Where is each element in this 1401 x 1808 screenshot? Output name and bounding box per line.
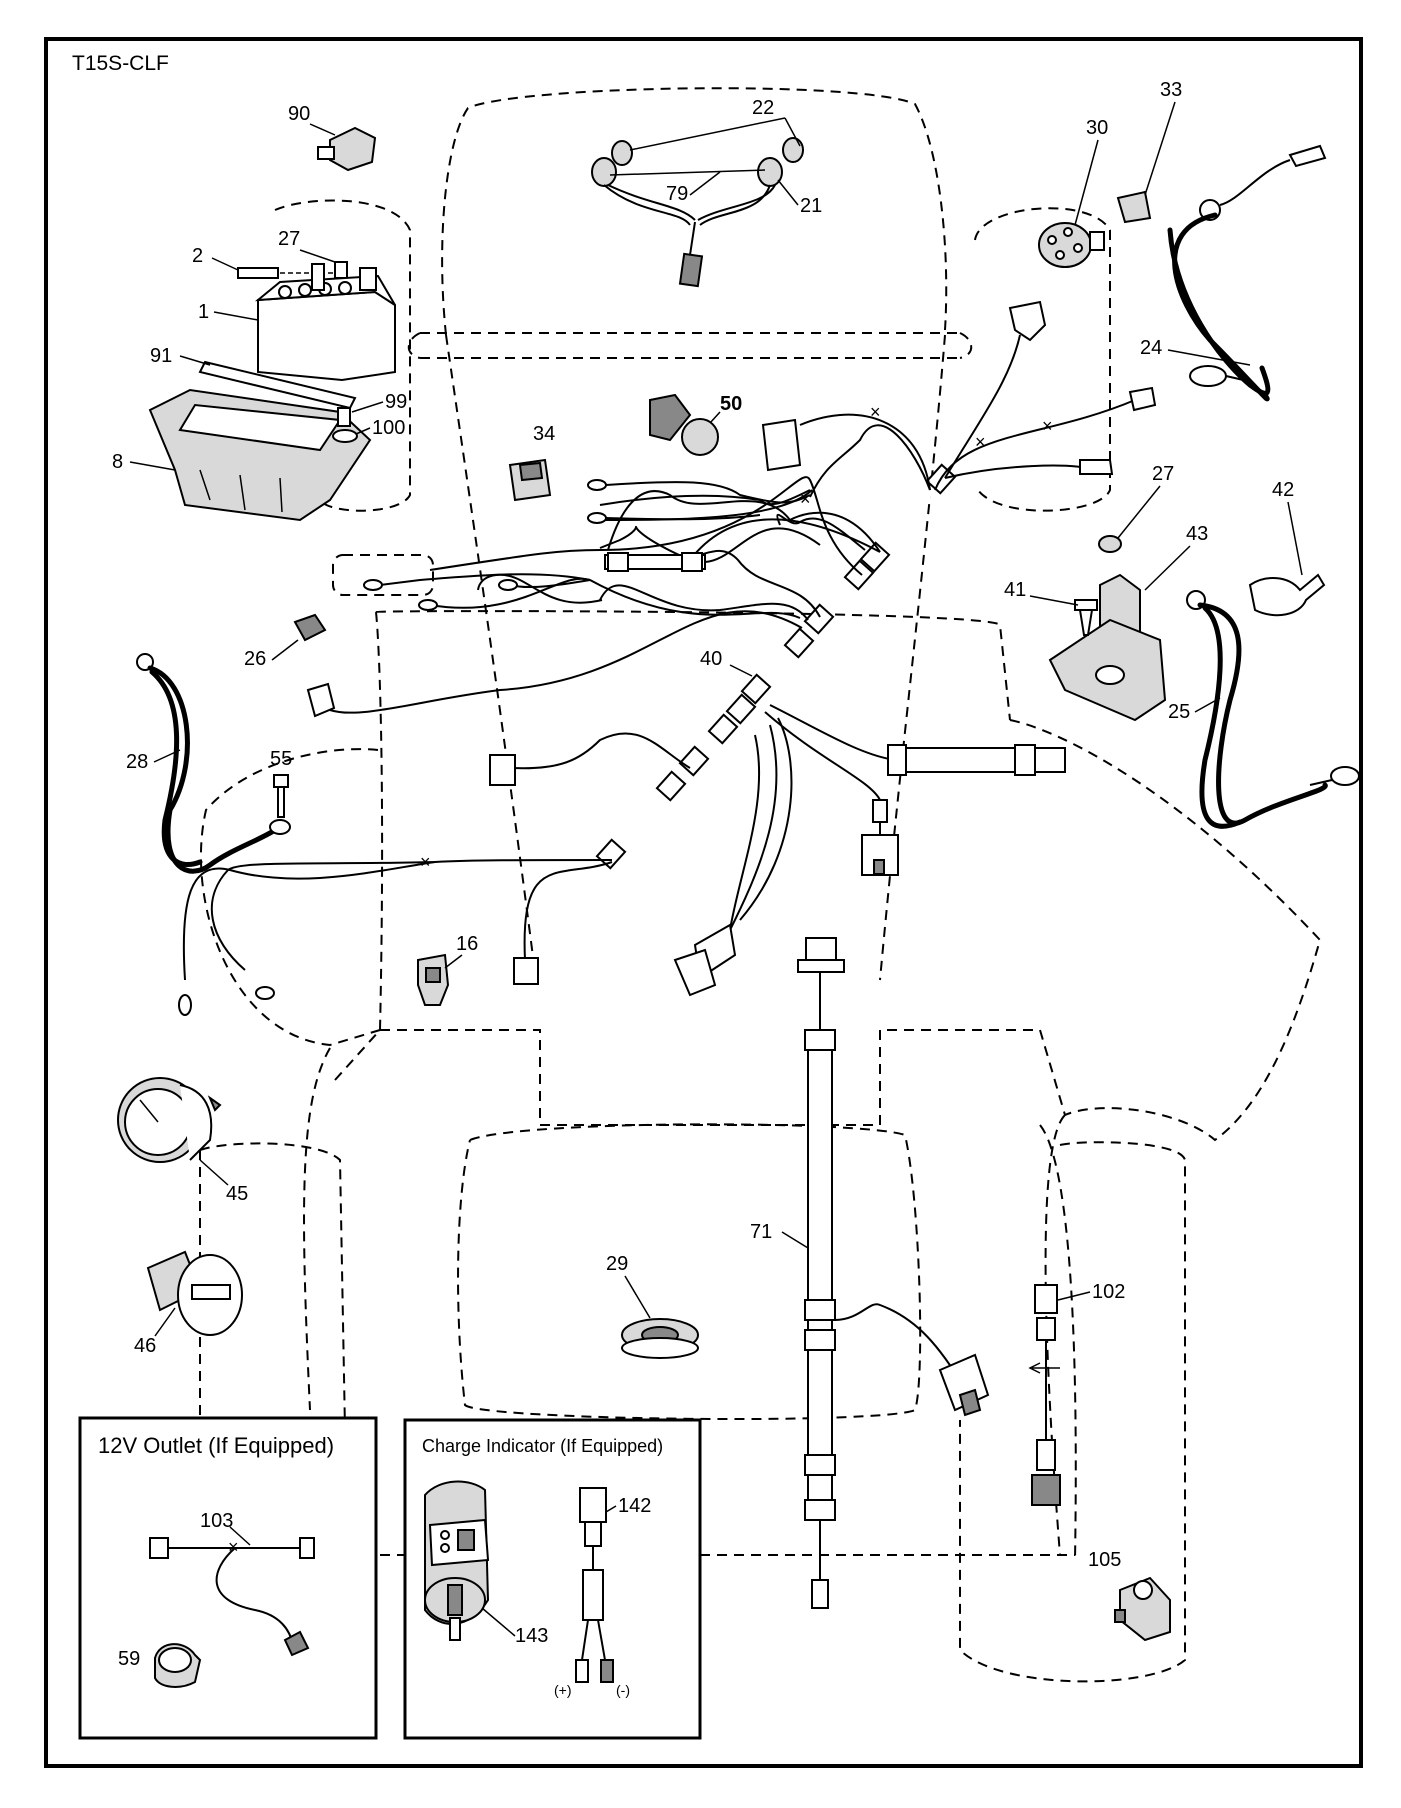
callout-27b: 27 [1152,463,1174,485]
inset-12v-outlet: 12V Outlet (If Equipped) × 103 59 [78,1416,378,1740]
svg-text:×: × [420,852,431,872]
ground-cable-25: 25 [1168,590,1360,829]
part-46-hour-meter: 46 [134,1250,243,1357]
svg-text:×: × [870,402,881,422]
battery-group: 2 27 1 91 8 99 100 [112,228,407,522]
callout-71: 71 [750,1221,772,1243]
part-102-harness: 102 [1028,1281,1125,1506]
rear-right-outline [959,1141,1186,1683]
left-fender-outline [199,748,381,1047]
callout-29: 29 [606,1253,628,1275]
part-16-switch: 16 [417,933,478,1006]
callout-50: 50 [720,393,742,415]
callout-8: 8 [112,451,123,473]
minus-terminal-label: (-) [616,1682,630,1698]
model-code: T15S-CLF [72,52,169,75]
dash-panel-outline [375,610,1011,1031]
callout-25: 25 [1168,701,1190,723]
callout-2: 2 [192,245,203,267]
plus-terminal-label: (+) [554,1682,572,1698]
callout-142: 142 [618,1495,651,1517]
callout-21: 21 [800,195,822,217]
callout-34: 34 [533,423,555,445]
callout-1: 1 [198,301,209,323]
callout-102: 102 [1092,1281,1125,1303]
solenoid-group: 27 43 41 42 [1004,463,1326,722]
callout-55: 55 [270,748,292,770]
part-105-relay: 105 [1088,1549,1171,1642]
callout-46: 46 [134,1335,156,1357]
callout-100: 100 [372,417,405,439]
callout-103: 103 [200,1510,233,1532]
callout-42: 42 [1272,479,1294,501]
part-90-connector: 90 [288,103,377,172]
ignition-area-outline [974,207,1111,512]
callout-27a: 27 [278,228,300,250]
part-50-pto-switch: 50 [649,393,742,456]
callout-30: 30 [1086,117,1108,139]
callout-22: 22 [752,97,774,119]
hood-outline [441,87,948,336]
part-2-bolt [237,267,279,279]
part-26-fuse: 26 [244,613,327,670]
part-1-battery [257,290,396,382]
callout-43: 43 [1186,523,1208,545]
part-34-switch: 34 [508,423,555,502]
headlight-harness: 22 79 21 [591,97,822,288]
callout-33: 33 [1160,79,1182,101]
callout-45: 45 [226,1183,248,1205]
callout-79: 79 [666,183,688,205]
ignition-switch: 30 33 [1038,79,1182,268]
callout-143: 143 [515,1625,548,1647]
charge-inset-title: Charge Indicator (If Equipped) [422,1436,663,1456]
callout-105: 105 [1088,1549,1121,1571]
seat-outline [457,1123,922,1421]
rear-harness-71: 71 [750,937,990,1609]
main-harness-40: 40 × [178,300,1157,1016]
callout-24: 24 [1140,337,1162,359]
callout-28: 28 [126,751,148,773]
part-29-plug: 29 [606,1253,699,1359]
inset-charge-indicator: Charge Indicator (If Equipped) 143 (+) (… [403,1418,702,1740]
callout-91: 91 [150,345,172,367]
outlet-inset-title: 12V Outlet (If Equipped) [98,1433,334,1458]
diagram-frame [44,37,1363,1768]
svg-text:×: × [228,1537,239,1557]
ground-cable-28: 28 55 [126,653,292,874]
battery-cable-24: 24 [1140,144,1327,402]
callout-41: 41 [1004,579,1026,601]
svg-text:×: × [975,432,986,452]
svg-text:×: × [1042,416,1053,436]
part-45-gauge: 45 [117,1077,248,1205]
battery-area-outline [274,199,411,512]
svg-text:×: × [800,489,811,509]
callout-90: 90 [288,103,310,125]
part-42-boot [1248,573,1326,617]
callout-99: 99 [385,391,407,413]
part-33-key [1116,190,1152,224]
callout-59: 59 [118,1648,140,1670]
right-fender-outline [1009,719,1322,1142]
callout-40: 40 [700,648,722,670]
callout-16: 16 [456,933,478,955]
callout-26: 26 [244,648,266,670]
